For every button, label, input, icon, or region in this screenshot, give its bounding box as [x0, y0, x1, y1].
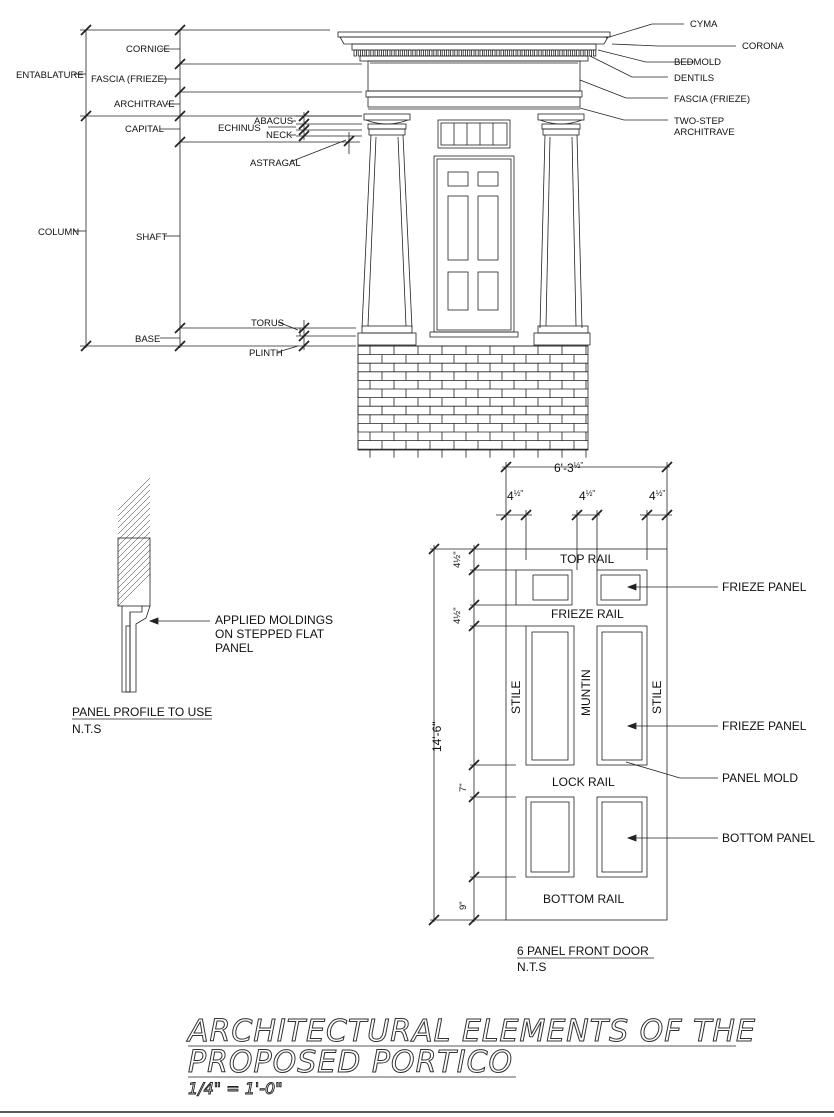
label-base: BASE — [135, 334, 160, 345]
label-architrave: ARCHITRAVE — [114, 99, 175, 110]
callout-frieze-panel-1: FRIEZE PANEL — [722, 580, 807, 594]
label-torus: TORUS — [251, 318, 284, 329]
stile-dim-right: 4½" — [649, 489, 665, 503]
label-echinus: ECHINUS — [218, 123, 261, 134]
corona — [339, 36, 609, 45]
label-capital: CAPITAL — [125, 124, 164, 135]
bottom-panel-left — [525, 796, 575, 878]
label-neck: NECK — [266, 130, 293, 141]
label-entablature: ENTABLATURE — [16, 70, 84, 81]
label-architrave-right: ARCHITRAVE — [674, 127, 735, 138]
label-stile-left: STILE — [509, 681, 523, 714]
lock-rail-dim: 7" — [458, 783, 469, 792]
label-column: COLUMN — [38, 227, 79, 238]
bedmold — [351, 43, 597, 51]
door-title: 6 PANEL FRONT DOOR — [517, 944, 649, 958]
profile-note-line2: ON STEPPED FLAT — [215, 627, 325, 641]
transom-window — [437, 119, 511, 149]
door-outline — [505, 548, 668, 921]
label-bedmold: BEDMOLD — [674, 57, 721, 68]
brick-foundation — [357, 345, 589, 458]
profile-note-line3: PANEL — [215, 641, 254, 655]
door-scale: N.T.S — [517, 960, 546, 974]
portico-labels: CORNICE ENTABLATURE FASCIA (FRIEZE) ARCH… — [16, 19, 784, 359]
label-shaft: SHAFT — [136, 232, 167, 243]
label-top-rail: TOP RAIL — [560, 552, 615, 566]
label-dentils: DENTILS — [674, 73, 714, 84]
profile-scale: N.T.S — [72, 722, 101, 736]
top-rail-dim: 4½" — [452, 551, 463, 568]
bottom-rail-dim: 9" — [458, 901, 469, 910]
frieze-panel-right — [596, 569, 648, 606]
frieze-panel-left — [515, 569, 573, 606]
six-panel-door — [428, 461, 718, 959]
label-plinth: PLINTH — [249, 348, 283, 359]
sheet-scale: 1/4" = 1'-0" — [188, 1079, 283, 1098]
sheet-title-block: ARCHITECTURAL ELEMENTS OF THE PROPOSED P… — [0, 1014, 834, 1113]
label-muntin: MUNTIN — [579, 669, 593, 716]
label-fascia-left: FASCIA (FRIEZE) — [91, 74, 167, 85]
profile-note-line1: APPLIED MOLDINGS — [215, 613, 333, 627]
left-column — [357, 113, 417, 346]
label-lock-rail: LOCK RAIL — [552, 775, 615, 789]
right-column — [533, 113, 591, 346]
profile-title: PANEL PROFILE TO USE — [72, 705, 212, 719]
frieze — [367, 60, 581, 92]
label-two-step: TWO-STEP — [674, 116, 724, 127]
stile-dim-center: 4½" — [579, 489, 595, 503]
label-cornice: CORNICE — [126, 44, 170, 55]
callout-bottom-panel: BOTTOM PANEL — [722, 831, 815, 845]
bottom-panel-right — [596, 796, 648, 878]
sheet-title-line1: ARCHITECTURAL ELEMENTS OF THE — [186, 1014, 756, 1049]
portico-elevation — [74, 23, 736, 458]
label-fascia-right: FASCIA (FRIEZE) — [674, 94, 750, 105]
frieze-rail-dim: 4½" — [452, 607, 463, 624]
stile-dim-left: 4½" — [507, 489, 523, 503]
main-panel-right — [596, 625, 648, 766]
cyma-molding — [337, 31, 611, 38]
elevation-door — [429, 155, 519, 338]
callout-panel-mold: PANEL MOLD — [722, 771, 798, 785]
main-panel-left — [525, 625, 575, 766]
label-corona: CORONA — [742, 41, 784, 52]
label-abacus: ABACUS — [254, 116, 293, 127]
dentils — [353, 49, 597, 57]
label-bottom-rail: BOTTOM RAIL — [543, 892, 624, 906]
label-astragal: ASTRAGAL — [250, 158, 301, 169]
label-stile-right: STILE — [650, 681, 664, 714]
label-cyma: CYMA — [690, 19, 718, 30]
door-height-dim: 14'-6" — [430, 721, 444, 752]
sheet-title-line2: PROPOSED PORTICO — [188, 1045, 513, 1080]
label-frieze-rail: FRIEZE RAIL — [551, 607, 624, 621]
door-width-dim: 6'-3½" — [554, 461, 583, 475]
panel-profile — [72, 477, 212, 720]
architrave — [365, 90, 583, 98]
callout-frieze-panel-2: FRIEZE PANEL — [722, 719, 807, 733]
